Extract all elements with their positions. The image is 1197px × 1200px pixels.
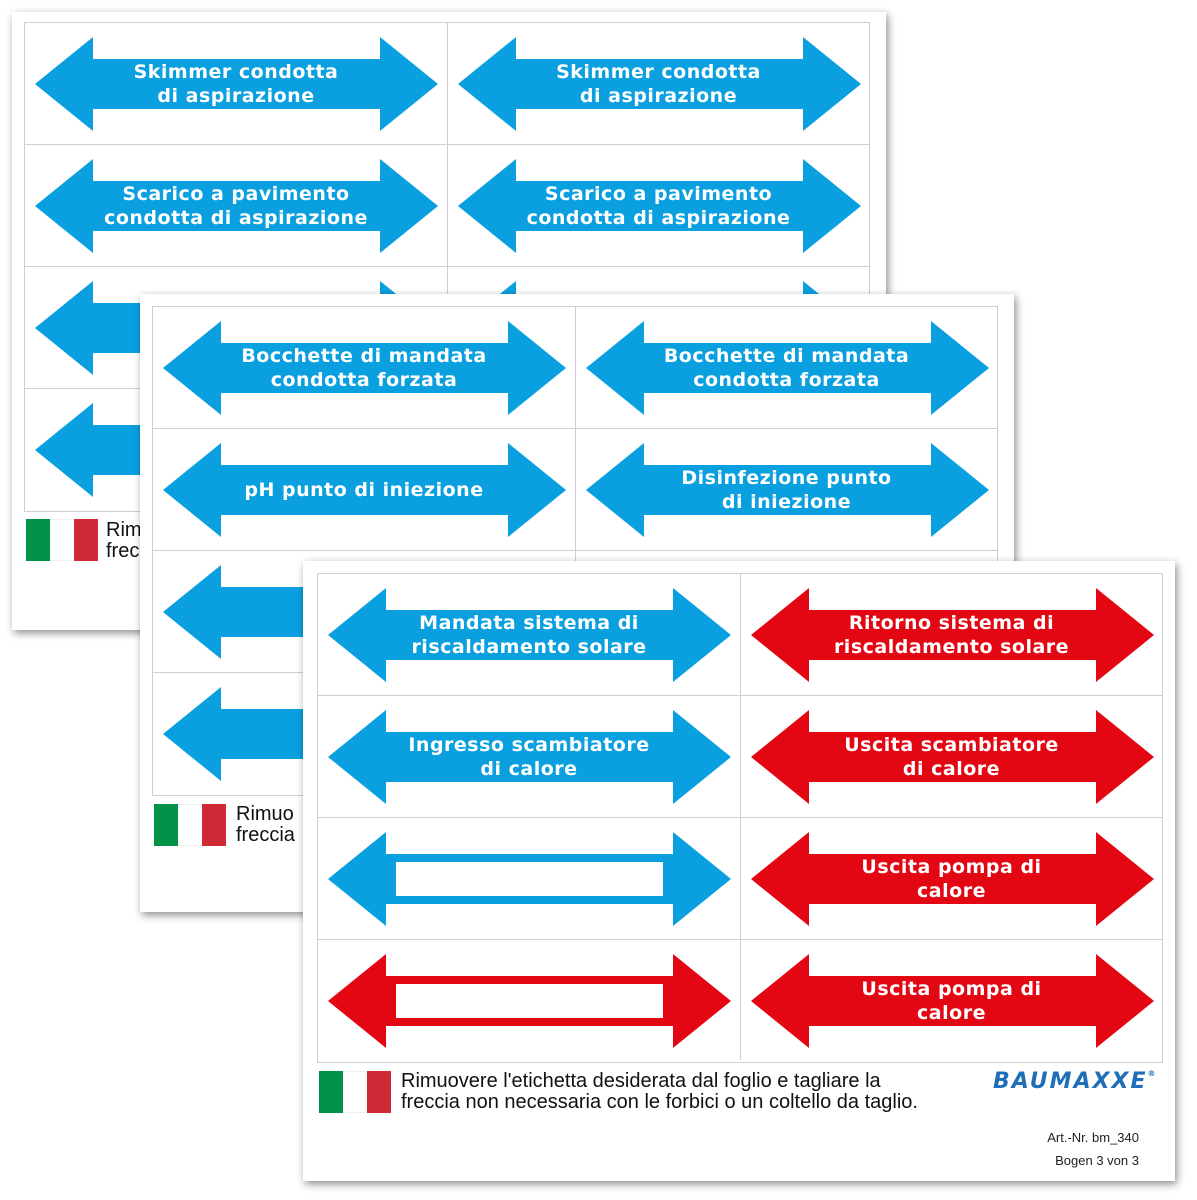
label-cell[interactable]: Bocchette di mandata condotta forzata	[153, 307, 576, 429]
arrow-label-text: Mandata sistema di riscaldamento solare	[411, 612, 647, 658]
label-cell[interactable]: Ritorno sistema di riscaldamento solare	[741, 574, 1162, 696]
arrow-shape	[751, 954, 1154, 1048]
label-cell[interactable]: Bocchette di mandata condotta forzata	[576, 307, 997, 429]
arrow-shape	[751, 588, 1154, 682]
sheet-number: Bogen 3 von 3	[1055, 1153, 1139, 1168]
label-cell[interactable]: Skimmer condotta di aspirazione	[25, 23, 448, 145]
label-cell[interactable]	[318, 940, 741, 1060]
baumaxxe-logo: BAUMAXXE®	[993, 1069, 1158, 1094]
label-cell[interactable]: Uscita scambiatore di calore	[741, 696, 1162, 818]
label-cell[interactable]: Uscita pompa di calore	[741, 818, 1162, 940]
logo-text: BAUMAXXE	[993, 1069, 1148, 1094]
label-cell[interactable]: pH punto di iniezione	[153, 429, 576, 551]
instruction-text: Rimuovere l'etichetta desiderata dal fog…	[401, 1071, 918, 1113]
italy-flag-icon	[154, 804, 226, 846]
arrow-shape	[328, 710, 731, 804]
label-cell[interactable]: Skimmer condotta di aspirazione	[448, 23, 869, 145]
arrow-shape	[328, 588, 731, 682]
blank-writing-field	[396, 984, 663, 1018]
arrow-label-text: Bocchette di mandata condotta forzata	[663, 345, 910, 391]
arrow-label-text: Disinfezione punto di iniezione	[681, 467, 892, 513]
arrow-shape	[163, 443, 566, 537]
arrow-shape	[458, 159, 861, 253]
italy-flag-icon	[26, 519, 98, 561]
arrow-label-text: Ingresso scambiatore di calore	[408, 734, 650, 780]
arrow-label-text: Scarico a pavimento condotta di aspirazi…	[104, 183, 368, 229]
blank-writing-field	[396, 862, 663, 896]
arrow-shape	[751, 832, 1154, 926]
arrow-label-text: Scarico a pavimento condotta di aspirazi…	[526, 183, 791, 229]
label-cell[interactable]: Mandata sistema di riscaldamento solare	[318, 574, 741, 696]
label-cell[interactable]	[318, 818, 741, 940]
arrow-shape	[458, 37, 861, 131]
arrow-label-text: Uscita scambiatore di calore	[844, 734, 1059, 780]
label-cell[interactable]: Scarico a pavimento condotta di aspirazi…	[25, 145, 448, 267]
arrow-shape	[35, 37, 438, 131]
arrow-shape	[586, 321, 989, 415]
registered-mark: ®	[1147, 1069, 1158, 1078]
arrow-label-text: Uscita pompa di calore	[861, 856, 1042, 902]
arrow-label-text: Ritorno sistema di riscaldamento solare	[833, 612, 1070, 658]
arrow-label-text: Skimmer condotta di aspirazione	[133, 61, 339, 107]
arrow-shape	[751, 710, 1154, 804]
arrow-shape	[35, 159, 438, 253]
arrow-label-text: Uscita pompa di calore	[861, 978, 1042, 1024]
label-cell[interactable]: Disinfezione punto di iniezione	[576, 429, 997, 551]
italy-flag-icon	[319, 1071, 391, 1113]
arrow-shape	[586, 443, 989, 537]
arrow-shape	[163, 321, 566, 415]
label-grid-3: Mandata sistema di riscaldamento solare R…	[317, 573, 1163, 1063]
arrow-label-text: pH punto di iniezione	[244, 479, 484, 501]
label-cell[interactable]: Scarico a pavimento condotta di aspirazi…	[448, 145, 869, 267]
arrow-label-text: Skimmer condotta di aspirazione	[556, 61, 761, 107]
article-number: Art.-Nr. bm_340	[1047, 1130, 1139, 1145]
label-cell[interactable]: Uscita pompa di calore	[741, 940, 1162, 1060]
label-cell[interactable]: Ingresso scambiatore di calore	[318, 696, 741, 818]
arrow-label-text: Bocchette di mandata condotta forzata	[241, 345, 487, 391]
instruction-text: Rimuo freccia	[236, 804, 295, 846]
instruction-text: Rim frec	[106, 520, 142, 562]
